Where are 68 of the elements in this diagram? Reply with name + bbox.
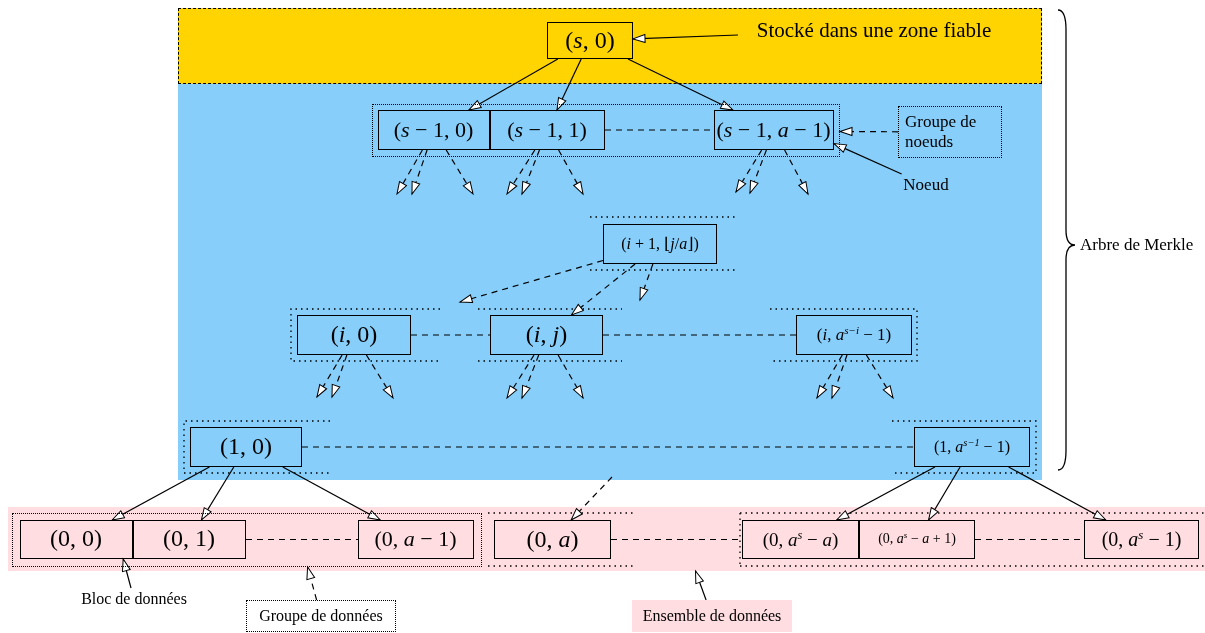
callout-box: Groupe de noeuds [898, 106, 1002, 158]
brace-label: Arbre de Merkle [1080, 235, 1194, 255]
arrow [784, 149, 809, 195]
leader-arrow [833, 143, 903, 175]
arrow [627, 58, 734, 111]
connector-line [602, 334, 797, 336]
tuple-box: (s − 1, a − 1) [713, 109, 834, 150]
arrow [316, 354, 343, 398]
tuple-box: (s − 1, 0) [377, 109, 490, 150]
arrow [556, 58, 582, 111]
annotation-text: Noeud [896, 174, 956, 196]
leader-arrow [632, 33, 739, 43]
arrow [331, 354, 348, 398]
leader-arrow [694, 570, 707, 601]
arrow [816, 354, 843, 399]
arrow [836, 466, 936, 521]
arrow [282, 466, 381, 521]
arrow [396, 149, 423, 195]
arrow [570, 476, 613, 521]
arrow [365, 354, 394, 399]
arrow [831, 354, 848, 399]
leader-arrow [839, 127, 899, 137]
callout-box: Ensemble de données [632, 600, 792, 632]
leader-arrow [306, 566, 318, 601]
tuple-box: (0, a$^{s}$ − a) [742, 520, 859, 559]
tuple-box: (1, a$^{s−1}$ − 1) [914, 427, 1030, 467]
connector-line [410, 334, 491, 336]
arrow [558, 149, 584, 195]
tuple-box: (0, 0) [19, 519, 133, 559]
tuple-box: (i + 1, ⌊j/a⌋) [603, 224, 717, 264]
arrow [1008, 466, 1107, 521]
tuple-box: (1, 0) [190, 427, 302, 467]
annotation-text: Stocké dans une zone fiable [738, 16, 1010, 44]
arrow [111, 466, 210, 521]
connector-line [301, 446, 915, 448]
arrow [639, 263, 654, 301]
arrow [865, 354, 894, 399]
data-set-band [8, 507, 1205, 571]
arrow [445, 149, 474, 195]
arrow [749, 149, 767, 194]
arrow [521, 354, 540, 399]
arrow [521, 149, 541, 195]
dotted-group-box [372, 104, 840, 157]
tuple-box: (s − 1, 1) [489, 109, 605, 150]
tuple-box: (0, a − 1) [357, 519, 474, 559]
tuple-box: (0, 1) [132, 519, 246, 559]
arrow [557, 354, 584, 399]
tuple-box: (i, j) [490, 315, 603, 355]
callout-box: Groupe de données [246, 600, 396, 632]
arrow [570, 263, 636, 316]
arrow [411, 149, 428, 195]
arrow [735, 149, 763, 193]
arrow [506, 354, 535, 399]
tuple-box: (i, a$^{s−i}$ − 1) [796, 315, 912, 355]
tuple-box: (i, 0) [297, 315, 411, 355]
arrow [200, 466, 235, 521]
tuple-box: (s, 0) [547, 22, 633, 59]
tuple-box: (0, a) [494, 520, 611, 559]
arrow [928, 466, 961, 521]
arrow [459, 259, 604, 303]
dotted-group-box [12, 513, 482, 567]
arrow [506, 149, 536, 195]
connector-line [245, 538, 359, 541]
tuple-box: (0, a$^{s}$ − 1) [1084, 520, 1199, 559]
annotation-text: Bloc de données [70, 588, 198, 610]
arrow [468, 58, 559, 111]
leader-arrow [121, 558, 132, 589]
tuple-box: (0, a$^{s}$ − a + 1) [859, 520, 975, 559]
